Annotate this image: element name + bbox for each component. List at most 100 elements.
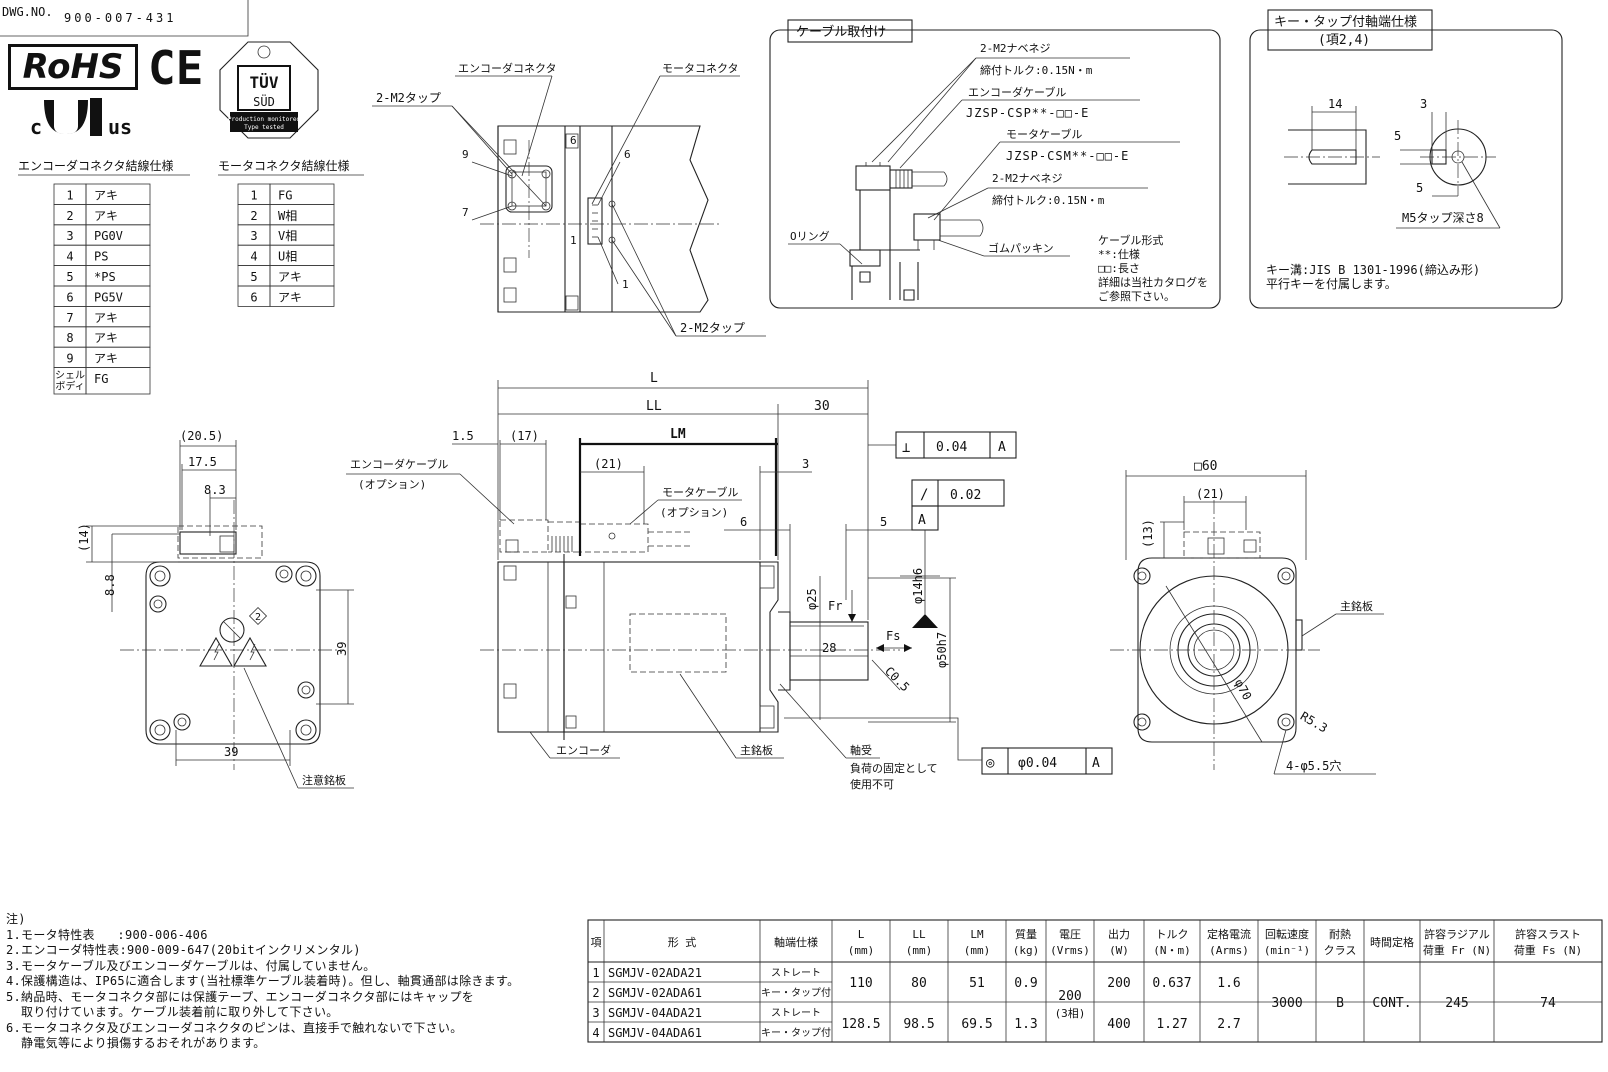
pin-signal: アキ: [94, 209, 118, 223]
front-dim-20-5: (20.5): [180, 429, 223, 443]
tuv-top: TÜV: [250, 73, 279, 92]
spec-header-cell: 耐熱クラス: [1324, 928, 1357, 957]
force-fr: Fr: [828, 599, 842, 613]
force-fs: Fs: [886, 629, 900, 643]
spec-row-model: SGMJV-02ADA61: [608, 986, 702, 1000]
pin-number: 2: [66, 209, 73, 223]
dwg-label: DWG.NO.: [2, 5, 53, 19]
spec-row-model: SGMJV-04ADA21: [608, 1006, 702, 1020]
key-note1: キー溝:JIS B 1301-1996(締込み形): [1266, 262, 1480, 277]
side-dim-3: 3: [802, 457, 809, 471]
mot-cable-option1: モータケーブル: [662, 485, 738, 499]
key-shaft-detail: キー・タップ付軸端仕様 (項2,4) 14 3 5 5 M5タップ深さ8 キー溝…: [1249, 9, 1563, 309]
ce-text: CE: [148, 41, 203, 95]
spec-header-cell: 質量(kg): [1013, 927, 1040, 957]
enc-cable-label: エンコーダケーブル: [968, 85, 1066, 99]
spec-cell-power: 200: [1107, 976, 1130, 991]
pin-1b-label: 1: [622, 278, 629, 291]
drawing-number: DWG.NO. 900-007-431: [0, 0, 249, 37]
form-line3: 詳細は当社カタログを: [1098, 275, 1208, 289]
pin-signal: PG5V: [94, 290, 123, 304]
note-line: 取り付けています。ケーブル装着前に取り外して下さい。: [6, 1005, 339, 1019]
ul-mark: c us: [30, 98, 132, 139]
spec-cell-mass: 1.3: [1014, 1017, 1037, 1032]
form-title: ケーブル形式: [1098, 233, 1163, 247]
gasket-label: ゴムパッキン: [988, 241, 1054, 255]
cable-mounting-detail: ケーブル取付け 2-M2ナベネジ 締付トルク:0.15N・m エンコーダケーブル…: [769, 19, 1221, 309]
pin-6b-label: 6: [624, 148, 631, 161]
side-dim-21: (21): [594, 457, 623, 471]
pin-number: 6: [66, 290, 73, 304]
key-box-title2: (項2,4): [1318, 33, 1370, 48]
bearing-note1: 負荷の固定として: [850, 761, 938, 775]
spec-row-number: 3: [592, 1006, 599, 1020]
note-line: 4.保護構造は、IP65に適合します(当社標準ケーブル装着時)。但し、軸貫通部は…: [6, 974, 520, 988]
notes-block: 注) 1.モータ特性表 :900-006-406 2.エンコーダ特性表:900-…: [6, 912, 596, 1052]
dim-phi50h7: φ50h7: [935, 632, 949, 668]
runout-value: 0.02: [950, 488, 981, 503]
pin-6a-label: 6: [570, 134, 577, 147]
front-view: 2 (20.5) 17.5 8.3 (14) 8.8 39 39 注意銘板: [77, 429, 354, 789]
spec-cell-ll: 80: [911, 976, 927, 991]
tap-top-label: 2-M2タップ: [376, 91, 441, 105]
side-dim-LM: LM: [670, 427, 686, 442]
side-dim-5: 5: [880, 515, 887, 529]
spec-header-cell: 定格電流(Arms): [1207, 927, 1251, 957]
dim-phi14h6: φ14h6: [911, 568, 925, 604]
spec-cell-l: 128.5: [841, 1017, 880, 1032]
pin-number: 4: [66, 250, 73, 264]
pin-signal: アキ: [94, 352, 118, 366]
pin-signal: PS: [94, 250, 108, 264]
tuv-note2: Type tested: [244, 124, 284, 131]
side-dim-L: L: [650, 371, 658, 386]
spec-cell-torque: 0.637: [1152, 976, 1191, 991]
key-dim-5a: 5: [1394, 129, 1401, 143]
caution-plate-label: 注意銘板: [302, 773, 346, 787]
spec-header-cell: 時間定格: [1370, 935, 1414, 949]
side-dim-30: 30: [814, 399, 830, 414]
pin-9-label: 9: [462, 148, 469, 161]
tuv-bottom: SÜD: [253, 93, 275, 109]
dim-phi25: φ25: [805, 588, 819, 610]
pin-number: 3: [250, 229, 257, 243]
spec-header-cell: LM(mm): [964, 928, 991, 957]
spec-header-cell: 出力(W): [1108, 927, 1130, 957]
front-dim-14: (14): [77, 523, 91, 552]
pin-number: 8: [66, 331, 73, 345]
ul-c: c: [30, 115, 42, 139]
conc-ref: A: [1092, 756, 1100, 771]
pin-signal: アキ: [94, 331, 118, 345]
chamfer-c05: C0.5: [882, 664, 912, 694]
spec-row-shaft: ストレート: [771, 1008, 821, 1019]
connector-view: エンコーダコネクタ モータコネクタ 2-M2タップ 2-M2タップ 9 7 6 …: [372, 61, 766, 337]
tuv-note1: Production monitored: [228, 116, 301, 123]
key-tap-label: M5タップ深さ8: [1402, 211, 1484, 225]
spec-row-shaft: キー・タップ付: [761, 1026, 831, 1039]
spec-row-number: 2: [592, 986, 599, 1000]
pin-1a-label: 1: [570, 234, 577, 247]
spec-row-model: SGMJV-02ADA21: [608, 966, 702, 980]
spec-table: 項形 式軸端仕様L(mm)LL(mm)LM(mm)質量(kg)電圧(Vrms)出…: [587, 919, 1603, 1043]
spec-cell-l: 110: [849, 976, 872, 991]
front-dim-39-v: 39: [335, 642, 349, 656]
enc-cable-option2: (オプション): [358, 478, 426, 491]
torque1-label: 締付トルク:0.15N・m: [980, 63, 1093, 77]
runout-ref: A: [918, 513, 926, 528]
key-dim-14: 14: [1328, 97, 1342, 111]
form-line4: ご参照下さい。: [1098, 289, 1175, 303]
screw2-label: 2-M2ナベネジ: [992, 172, 1063, 185]
note-line: 3.モータケーブル及びエンコーダケーブルは、付属していません。: [6, 958, 376, 973]
pin-signal: アキ: [94, 188, 118, 202]
rear-dim-60: □60: [1194, 459, 1217, 474]
side-dim-6: 6: [740, 515, 747, 529]
pin-signal: *PS: [94, 270, 116, 284]
conc-value: φ0.04: [1018, 756, 1057, 771]
bearing-label: 軸受: [850, 743, 872, 757]
encoder-table-title: エンコーダコネクタ結線仕様: [18, 158, 174, 173]
pin-number: 3: [66, 229, 73, 243]
pin-number: 6: [250, 290, 257, 304]
pin-number: 9: [66, 352, 73, 366]
